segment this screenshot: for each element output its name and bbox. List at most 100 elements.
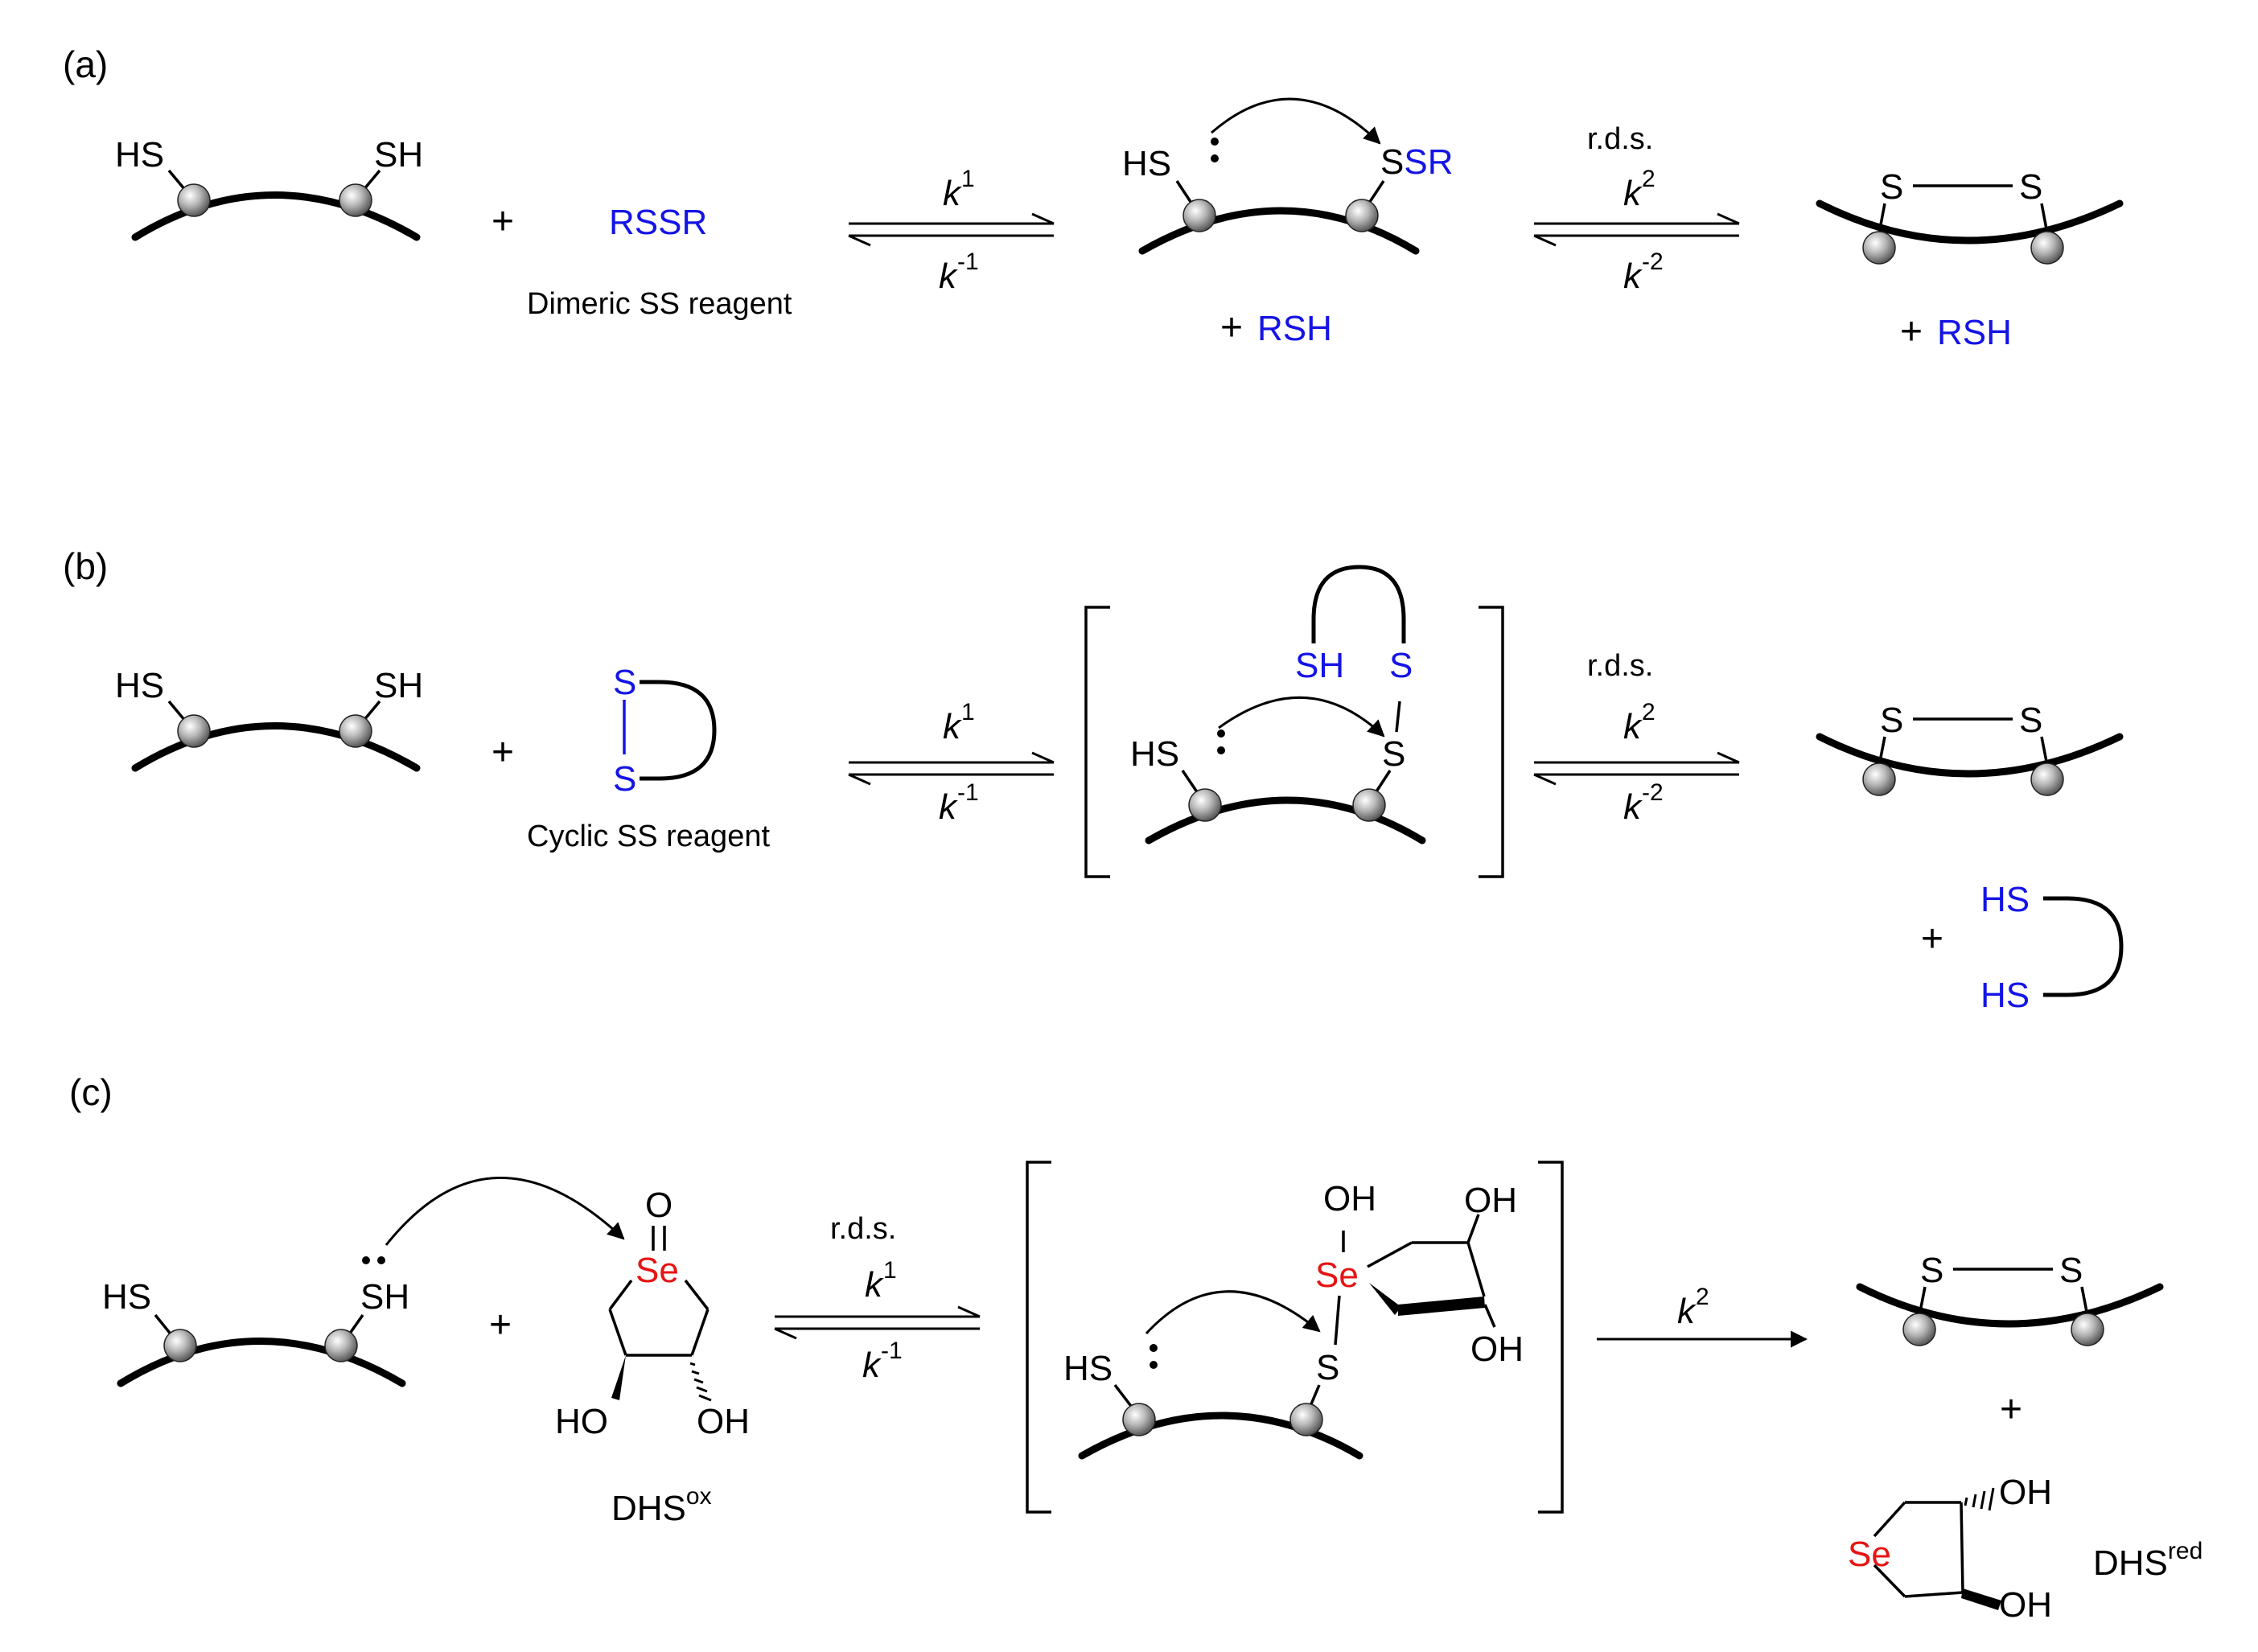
thiol-label: SH [374, 666, 423, 705]
thiol-label: SH [360, 1277, 409, 1317]
equilibrium-arrow [773, 1305, 981, 1340]
thiol-label: HS [115, 666, 164, 705]
hydroxyl-label: OH [1999, 1473, 2052, 1512]
dithiol-substrate: HS SH [102, 1177, 625, 1387]
sulfur-label: S [1389, 646, 1413, 685]
rate-constant-reverse: k -1 [862, 1338, 903, 1385]
intermediate-bracket [1084, 606, 1504, 878]
svg-text:HS: HS [1980, 976, 2030, 1015]
residue-bead [177, 714, 211, 748]
svg-text:RSH: RSH [1257, 309, 1332, 348]
sulfur-label: S [2019, 167, 2042, 207]
lone-pair [377, 1256, 385, 1264]
selenium-label: Se [1848, 1535, 1891, 1574]
lone-pair [1217, 729, 1225, 738]
equilibrium-arrow [847, 751, 1055, 786]
residue-bead [1188, 788, 1222, 822]
panel-label-c: (c) [69, 1071, 113, 1113]
hydroxyl-label: OH [1470, 1329, 1524, 1369]
rate-constant-reverse: k -1 [939, 779, 979, 827]
svg-text:k: k [1677, 1292, 1697, 1331]
residue-bead [1902, 1313, 1936, 1346]
thiol-label: HS [1122, 144, 1171, 183]
svg-text:k: k [862, 1346, 882, 1385]
plus-sign: + [2000, 1388, 2022, 1431]
mixed-disulfide-intermediate: HS S S SH [1130, 565, 1426, 844]
selenium-label: Se [1315, 1255, 1359, 1295]
rds-label: r.d.s. [1587, 122, 1653, 156]
svg-text:HS: HS [1980, 880, 2030, 919]
lone-pair [1211, 154, 1219, 162]
residue-bead [1352, 788, 1386, 822]
svg-text:-1: -1 [957, 249, 979, 275]
plus-sign: + [489, 1304, 512, 1346]
hydroxyl-label: OH [1323, 1179, 1376, 1218]
lone-pair [1211, 138, 1219, 146]
reagent-caption: Dimeric SS reagent [527, 287, 792, 321]
disulfide-product: S S [1816, 701, 2124, 796]
dhs-ox-label: DHSox [611, 1483, 712, 1528]
residue-bead [1862, 231, 1896, 265]
hydroxyl-label: OH [1999, 1585, 2052, 1625]
residue-bead [2030, 231, 2064, 265]
residue-bead [1289, 1403, 1323, 1436]
nucleophilic-attack-arrow [385, 1177, 625, 1246]
residue-bead [339, 714, 372, 748]
svg-text:k: k [1623, 787, 1643, 827]
rate-constant-forward: k 1 [943, 166, 975, 213]
svg-text:k: k [939, 787, 958, 827]
rate-constant-forward: k 2 [1677, 1284, 1709, 1331]
dithiol-substrate: HS SH [115, 135, 423, 241]
residue-bead [1182, 199, 1216, 232]
lone-pair [1150, 1361, 1158, 1369]
svg-text:k: k [943, 174, 962, 213]
sulfur-label: S [1880, 701, 1903, 740]
svg-text:1: 1 [961, 699, 975, 725]
equilibrium-arrow [1532, 212, 1741, 247]
svg-text:2: 2 [1642, 699, 1655, 725]
lone-pair [1150, 1344, 1158, 1352]
sulfur-label: S [1382, 734, 1405, 774]
rate-constant-reverse: k -2 [1623, 779, 1664, 827]
svg-text:k: k [939, 257, 958, 296]
svg-text:k: k [865, 1265, 884, 1305]
svg-text:k: k [1623, 707, 1643, 746]
selenium-label: Se [635, 1251, 679, 1290]
residue-bead [2030, 762, 2064, 796]
sulfur-label: S [1316, 1348, 1339, 1387]
nucleophilic-attack-arrow [1218, 697, 1385, 738]
mixed-disulfide-label: SSR [1380, 142, 1453, 182]
nucleophilic-attack-arrow [1211, 97, 1381, 145]
reagent-caption: Cyclic SS reagent [527, 820, 770, 853]
svg-text:+: + [1220, 306, 1243, 349]
equilibrium-arrow [847, 212, 1055, 247]
thiol-label: HS [1063, 1349, 1113, 1388]
svg-text:RSH: RSH [1937, 313, 2012, 352]
rate-constant-forward: k 1 [865, 1257, 897, 1305]
residue-bead [1122, 1403, 1156, 1436]
svg-text:2: 2 [1696, 1284, 1709, 1310]
nucleophilic-attack-arrow [1145, 1290, 1321, 1335]
rate-constant-reverse: k -2 [1623, 249, 1664, 296]
rds-label: r.d.s. [1587, 649, 1653, 683]
residue-bead [2071, 1313, 2104, 1346]
sulfur-label: S [613, 663, 636, 702]
rate-constant-forward: k 1 [943, 699, 975, 746]
mixed-disulfide-intermediate: HS SSR [1122, 97, 1453, 255]
dimeric-ss-reagent: RSSR Dimeric SS reagent [527, 203, 792, 321]
svg-text:1: 1 [961, 166, 975, 192]
rds-label: r.d.s. [830, 1212, 896, 1246]
svg-text:-1: -1 [957, 779, 979, 806]
dhs-red-selenide: Se OH OH DHSred [1848, 1473, 2202, 1625]
residue-bead [324, 1329, 358, 1362]
svg-text:+: + [1921, 918, 1943, 960]
svg-text:-2: -2 [1642, 249, 1664, 275]
oxygen-label: O [645, 1186, 672, 1225]
sulfur-label: S [613, 759, 636, 799]
thiol-label: HS [1130, 734, 1179, 774]
equilibrium-arrow [1532, 751, 1741, 786]
residue-bead [1345, 199, 1379, 232]
hydroxyl-label: OH [1464, 1181, 1517, 1220]
svg-text:+: + [1900, 310, 1923, 353]
